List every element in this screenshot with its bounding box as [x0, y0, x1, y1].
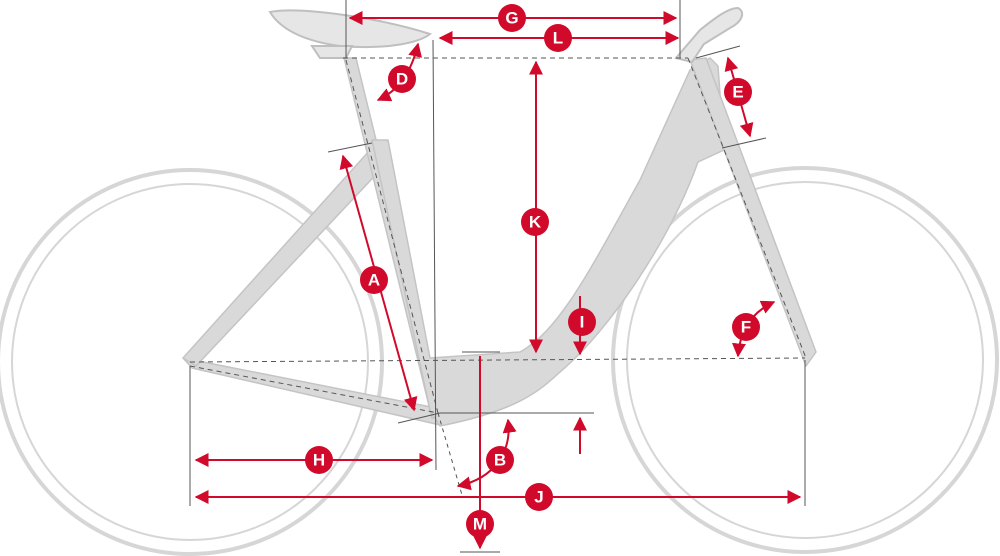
badge-B: B — [486, 446, 514, 474]
front-wheel — [611, 166, 999, 554]
badge-I-label: I — [580, 313, 585, 332]
badge-H: H — [305, 446, 333, 474]
badge-K: K — [521, 208, 549, 236]
badge-K-label: K — [529, 213, 542, 232]
badge-J-label: J — [534, 488, 543, 507]
saddle — [268, 9, 433, 59]
badge-G: G — [498, 4, 526, 32]
badge-D-label: D — [396, 70, 408, 89]
badge-A: A — [360, 266, 388, 294]
badge-J: J — [525, 483, 553, 511]
badge-F-label: F — [741, 318, 751, 337]
badge-E-label: E — [732, 83, 743, 102]
badge-A-label: A — [368, 271, 380, 290]
badge-L-label: L — [553, 29, 563, 48]
badge-I: I — [568, 308, 596, 336]
badge-E: E — [724, 78, 752, 106]
badge-B-label: B — [494, 451, 506, 470]
badge-H-label: H — [313, 451, 325, 470]
badge-M: M — [466, 510, 494, 538]
bike-frame — [182, 57, 817, 427]
handlebar — [674, 6, 744, 64]
badge-D: D — [388, 65, 416, 93]
badge-L: L — [544, 24, 572, 52]
badge-F: F — [732, 313, 760, 341]
badge-G-label: G — [505, 9, 518, 28]
badge-M-label: M — [473, 515, 487, 534]
